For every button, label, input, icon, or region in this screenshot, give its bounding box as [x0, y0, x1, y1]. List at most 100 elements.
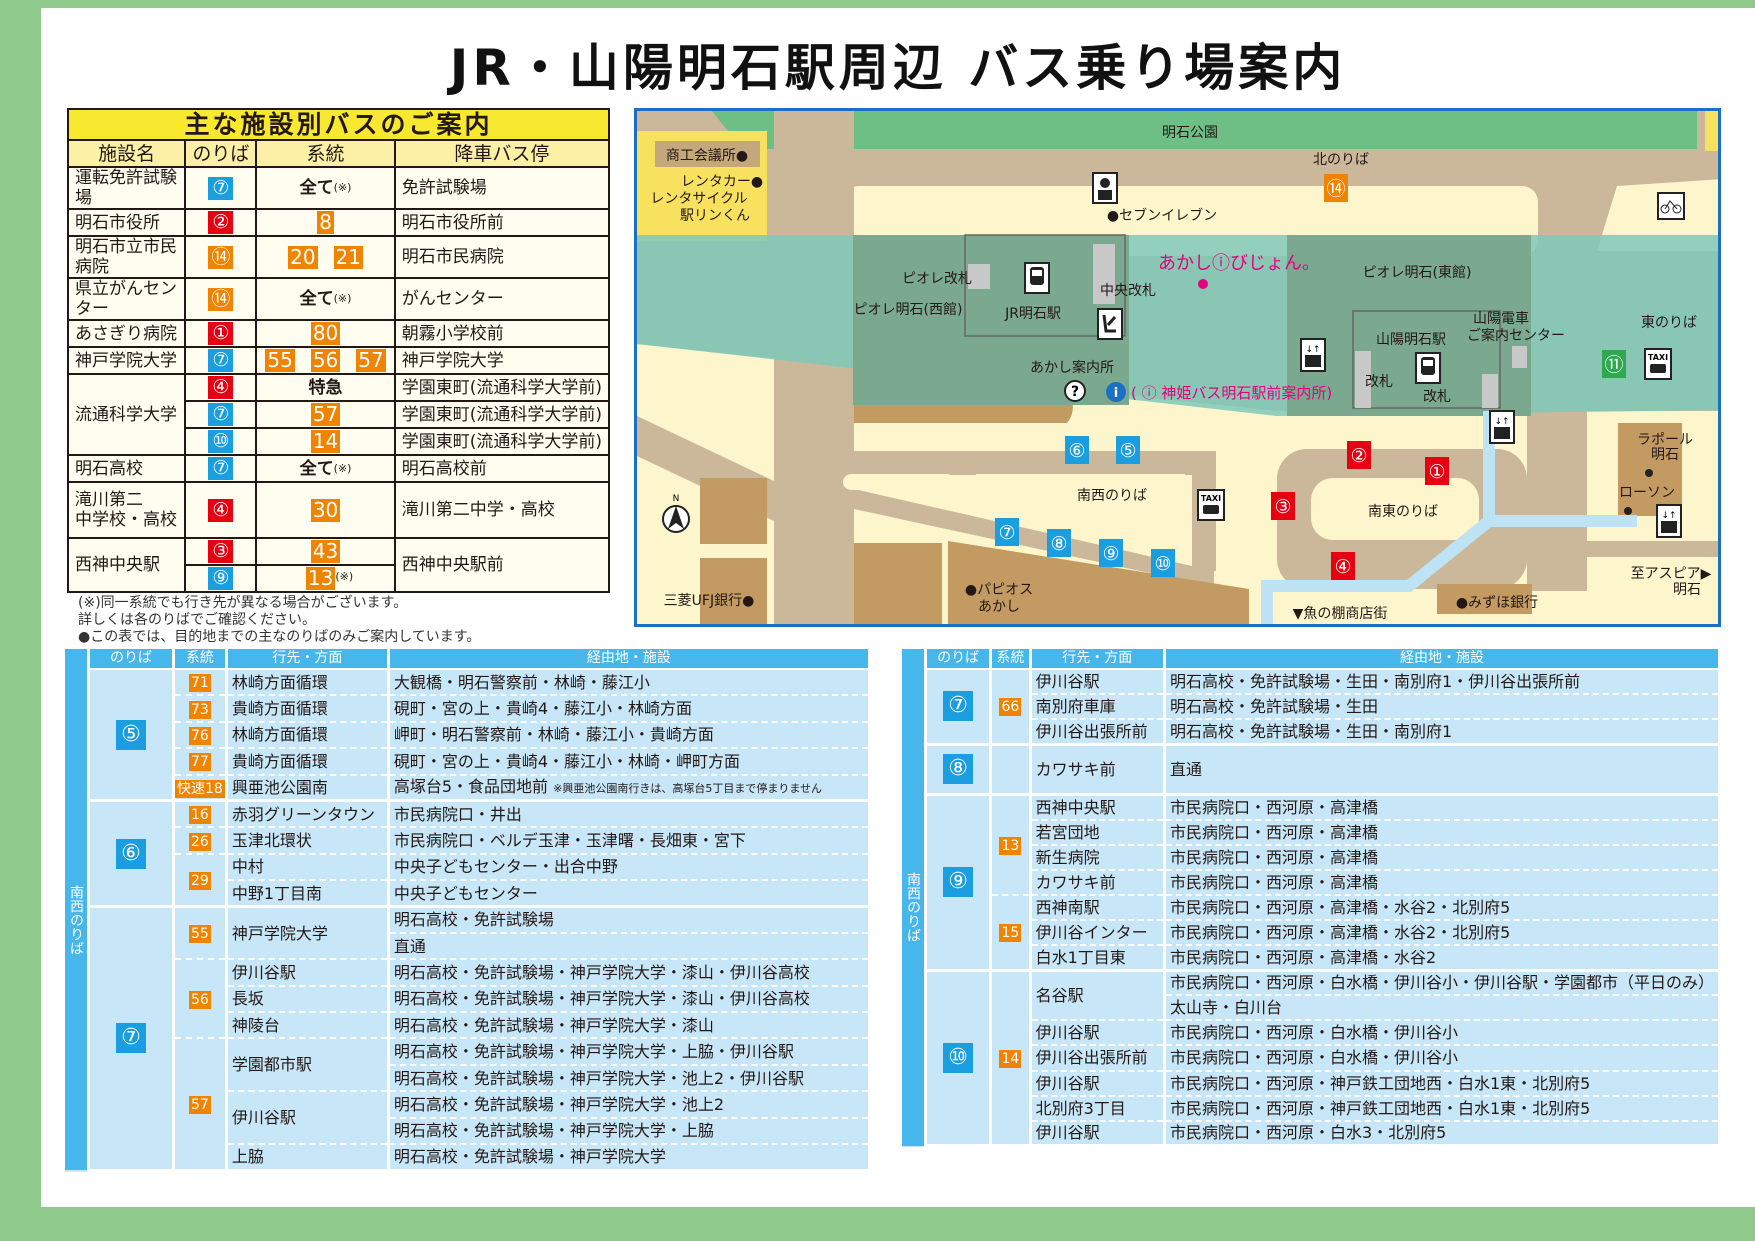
stop-cell: ① [184, 319, 258, 348]
note-line: 詳しくは各のりばでご確認ください。 [78, 612, 316, 628]
alight-stop: 朝霧小学校前 [393, 319, 611, 348]
via-text: 直通 [1169, 759, 1202, 779]
via-stops: 岬町・明石警察前・林崎・藤江小・貴崎方面 [386, 721, 872, 750]
route-cell: 全て(※) [255, 277, 396, 321]
bus-stop-number: ⑪ [1604, 354, 1623, 376]
stop-cell: ⑭ [184, 235, 258, 279]
via-stops: 市民病院口・西河原・高津橋・水谷2・北別府5 [1162, 919, 1722, 947]
via-text: 市民病院口・西河原・神戸鉄工団地西・白水1東・北別府5 [1169, 1098, 1591, 1118]
stop-cell: ⑨ [923, 794, 993, 972]
via-text: 硯町・宮の上・貴崎4・藤江小・林崎・岬町方面 [393, 751, 741, 771]
stop-badge: ⑦ [943, 691, 974, 722]
via-text: 市民病院口・西河原・高津橋 [1169, 872, 1378, 892]
column-header: 経由地・施設 [386, 649, 872, 670]
pedestrian-deck [1261, 411, 1495, 624]
route-text: 特急 [308, 377, 343, 398]
bus-stop-marker-bg [1065, 436, 1089, 464]
bus-stop-number: ⑤ [1119, 440, 1136, 462]
road [1527, 411, 1587, 591]
route-badge: 55 [189, 925, 211, 944]
note-line: (※)同一系統でも行き先が異なる場合がございます。 [78, 595, 408, 611]
route-cell: 76 [172, 721, 228, 750]
label-shinki-info: ( ⓘ 神姫バス明石駅前案内所) [1131, 384, 1332, 402]
via-text: 明石高校・免許試験場・神戸学院大学・池上2 [393, 1094, 725, 1114]
via-stops: 市民病院口・西河原・白水橋・伊川谷小 [1162, 1020, 1722, 1047]
destination: 林崎方面循環 [224, 669, 390, 697]
label-aspia: 明石 [1673, 582, 1701, 598]
via-text: 市民病院口・西河原・白水橋・伊川谷小・伊川谷駅・学園都市（平日のみ） [1169, 973, 1714, 993]
alight-stop: 学園東町(流通科学大学前) [393, 373, 611, 402]
via-text: 明石高校・免許試験場・神戸学院大学 [393, 1147, 666, 1167]
facility-name: 明石市役所 [66, 208, 187, 237]
label-chamber: 商工会議所● [666, 147, 748, 164]
label-akashi-vision: あかしⓘびじょん。 [1158, 253, 1320, 274]
stop-cell: ⑥ [87, 800, 175, 909]
road [854, 489, 1214, 587]
stop-cell: ③ [184, 537, 258, 566]
bus-stop-marker-bg [1331, 552, 1355, 580]
via-stops: 硯町・宮の上・貴崎4・藤江小・林崎・岬町方面 [386, 748, 872, 776]
via-text: 太山寺・白川台 [1169, 998, 1282, 1018]
label-piole-west: ピオレ明石(西館) [854, 301, 963, 318]
stop-badge: ⑨ [943, 867, 974, 898]
stop-cell: ⑦ [184, 346, 258, 375]
bus-stop-marker: ⑩ [1151, 549, 1175, 577]
destination: 上脇 [224, 1144, 390, 1172]
road [843, 451, 1215, 475]
label-mufg: 三菱UFJ銀行● [664, 593, 755, 609]
route-cell: 26 [172, 827, 228, 855]
route-cell: 80 [255, 319, 396, 348]
stop-badge: ⑦ [208, 176, 234, 200]
north-label: N [673, 494, 680, 504]
bus-stop-marker: ⑥ [1065, 436, 1089, 464]
station-area-map: 明石公園 北のりば 商工会議所● レンタカー● レンタサイクル 駅リンくん ●セ… [634, 108, 1721, 627]
jr-station-building [853, 235, 1129, 405]
side-header-blank [65, 649, 89, 669]
vision-dot [1198, 279, 1208, 289]
route-row: 白水1丁目東市民病院口・西河原・高津橋・水谷2 [902, 945, 1722, 972]
stop-cell: ⑦ [184, 454, 258, 483]
svg-text:↓↑: ↓↑ [1494, 417, 1509, 427]
route-badge: 14 [999, 1049, 1022, 1068]
destination: 玉津北環状 [224, 827, 390, 855]
route-cell: 29 [172, 853, 228, 909]
facility-name: 明石高校 [66, 454, 187, 483]
side-label-text: 南西のりば [68, 884, 84, 955]
route-badge: 80 [310, 321, 341, 345]
route-badge: 快速18 [175, 779, 225, 798]
column-header: のりば [923, 649, 993, 670]
southwest-island [976, 474, 1185, 531]
side-label-text: 南西のりば [905, 872, 921, 943]
via-stops: 明石高校・免許試験場・神戸学院大学 [386, 1144, 872, 1172]
label-lapole: ラポール [1637, 432, 1693, 448]
destination: 長坂 [224, 985, 390, 1014]
side-label: 南西のりば [902, 669, 926, 1146]
route-table-header: のりば系統行先・方面経由地・施設 [65, 649, 872, 670]
destination: 伊川谷出張所前 [1028, 719, 1166, 746]
bus-stop-number: ③ [1274, 496, 1291, 518]
via-stops: 直通 [386, 932, 872, 961]
route-cell: 57 [255, 400, 396, 429]
destination: 興亜池公園南 [224, 774, 390, 803]
stop-badge: ⑧ [943, 754, 974, 785]
label-central-gate: 中央改札 [1100, 283, 1156, 299]
destination: 名谷駅 [1028, 970, 1166, 1022]
facility-name: 神戸学院大学 [66, 346, 187, 375]
lawson-dot [1624, 507, 1632, 515]
stop-badge: ⑭ [208, 287, 234, 311]
via-text: 明石高校・免許試験場・神戸学院大学・漆山 [393, 1015, 714, 1035]
via-stops: 明石高校・免許試験場・神戸学院大学・池上2 [386, 1091, 872, 1119]
label-park: 明石公園 [1162, 125, 1218, 141]
via-text: 明石高校・免許試験場 [393, 910, 554, 930]
column-header: 系統 [255, 139, 396, 168]
bus-stop-marker: ⑦ [995, 518, 1019, 546]
route-cell: 73 [172, 695, 228, 723]
bus-stop-marker-bg [1602, 350, 1626, 378]
